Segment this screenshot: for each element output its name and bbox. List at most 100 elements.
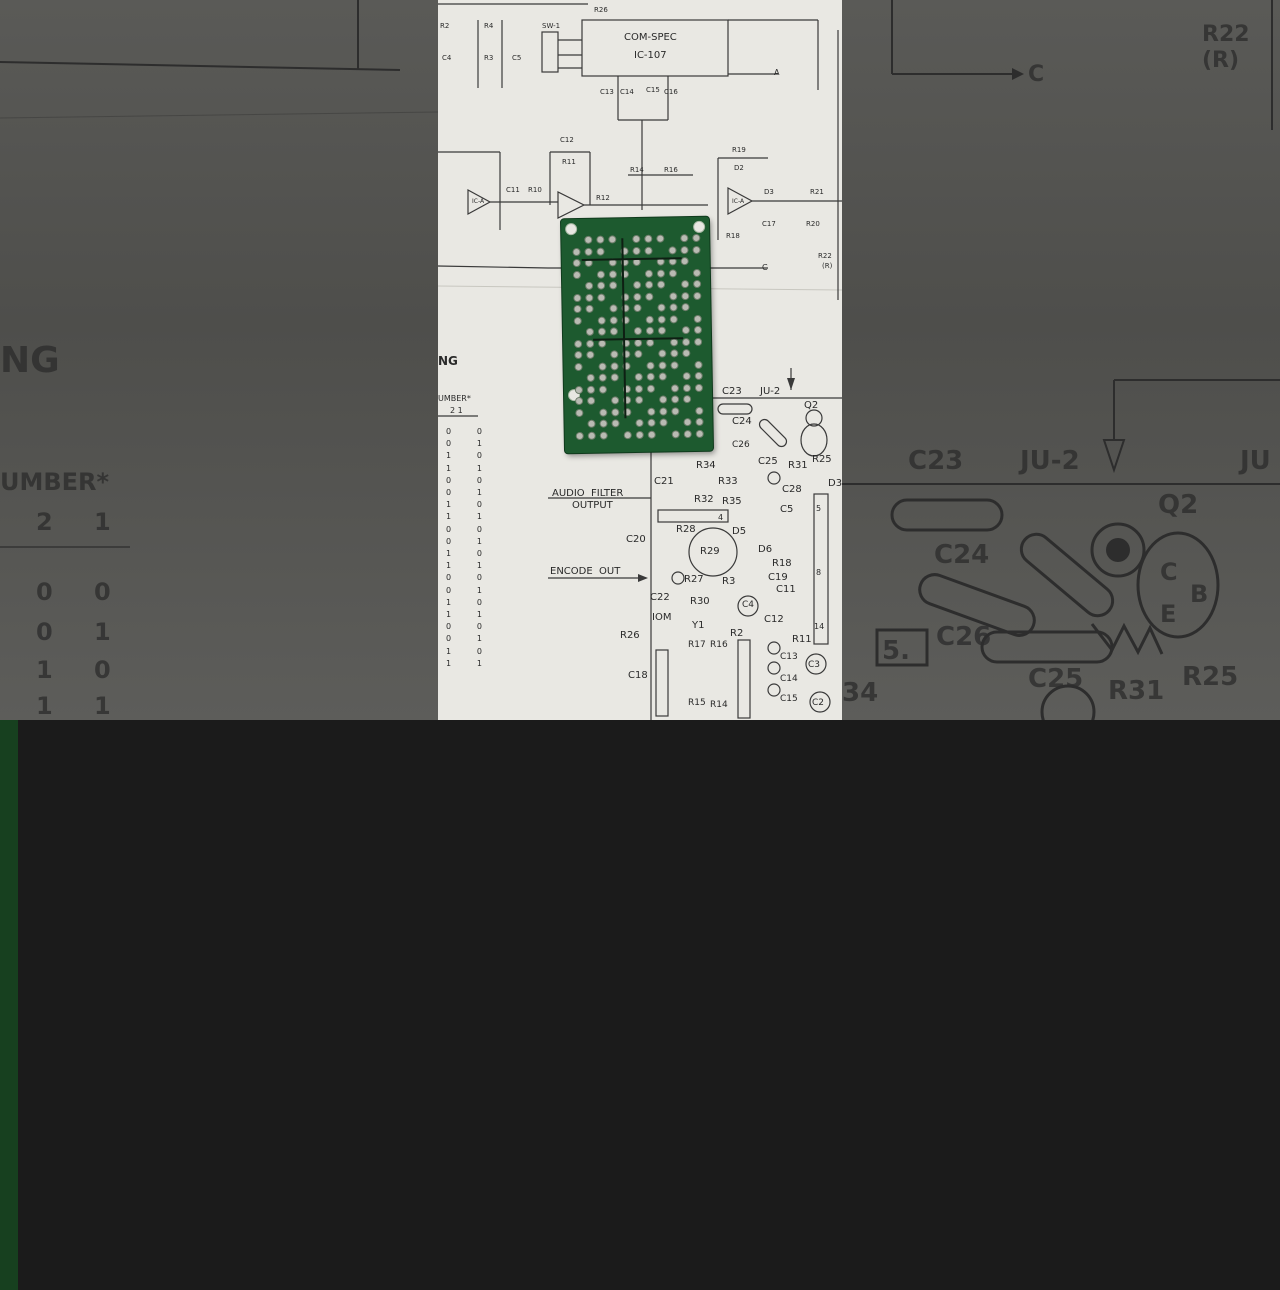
ref-r34: R34 bbox=[696, 460, 716, 471]
left-row-1a: 0 bbox=[36, 578, 53, 606]
solder-pad bbox=[598, 328, 605, 335]
ref-ica-1: IC-A bbox=[472, 198, 485, 205]
solder-pad bbox=[634, 304, 641, 312]
solder-pad bbox=[647, 362, 654, 369]
solder-pad bbox=[694, 280, 701, 287]
solder-pad bbox=[695, 361, 702, 368]
solder-pad bbox=[660, 419, 667, 426]
ref-8: 8 bbox=[816, 568, 822, 577]
solder-pad bbox=[610, 328, 617, 335]
ref-r29: R29 bbox=[700, 546, 720, 557]
ref-d3b: D3 bbox=[828, 478, 842, 489]
ref-r3: R3 bbox=[484, 54, 494, 62]
solder-pad bbox=[658, 304, 665, 311]
bit-cell: 0 bbox=[476, 622, 482, 632]
ref-r32: R32 bbox=[694, 494, 714, 505]
ref-r25: R25 bbox=[812, 454, 832, 465]
solder-pad bbox=[672, 430, 679, 437]
ref-r22-r: (R) bbox=[822, 262, 833, 270]
bit-cell: 0 bbox=[446, 439, 452, 449]
solder-pad bbox=[670, 292, 677, 299]
bit-cell: 1 bbox=[446, 500, 452, 510]
ref-c26: C26 bbox=[732, 440, 750, 450]
pcb-edge-right bbox=[0, 650, 18, 1290]
left-row-2a: 0 bbox=[36, 618, 53, 646]
right-ju2: JU-2 bbox=[1020, 446, 1080, 476]
ref-r14b: R14 bbox=[710, 700, 728, 710]
solder-pad bbox=[682, 327, 689, 334]
solder-pad bbox=[693, 246, 700, 253]
right-e: E bbox=[1160, 600, 1177, 628]
ref-r4: R4 bbox=[484, 22, 494, 30]
left-heading: NG bbox=[0, 340, 60, 381]
bit-cell: 0 bbox=[476, 573, 482, 583]
solder-pad bbox=[612, 397, 619, 404]
ref-c5: C5 bbox=[512, 54, 522, 62]
bit-cell: 1 bbox=[446, 549, 452, 559]
solder-pad bbox=[671, 338, 678, 345]
bit-cell: 0 bbox=[446, 536, 452, 546]
solder-pad bbox=[648, 408, 655, 415]
solder-pad bbox=[610, 282, 617, 289]
ref-d2: D2 bbox=[734, 164, 744, 172]
bit-cell: 1 bbox=[476, 585, 482, 595]
solder-pad bbox=[647, 339, 654, 346]
bit-cell: 0 bbox=[476, 427, 482, 436]
ref-c23: C23 bbox=[722, 386, 742, 397]
solder-pad bbox=[683, 338, 690, 345]
mount-hole-top-right bbox=[693, 220, 706, 234]
left-col-2: 2 bbox=[36, 508, 53, 536]
solder-pad bbox=[657, 270, 664, 277]
left-row-1b: 0 bbox=[94, 578, 111, 606]
solder-pad bbox=[611, 362, 618, 369]
solder-pad bbox=[646, 327, 653, 334]
bit-cell: 0 bbox=[476, 597, 482, 607]
solder-pad bbox=[670, 304, 677, 311]
solder-pad bbox=[635, 385, 642, 392]
solder-pad bbox=[681, 235, 688, 242]
ref-r17: R17 bbox=[688, 640, 706, 650]
ref-c24: C24 bbox=[732, 416, 752, 427]
solder-pad bbox=[600, 409, 607, 416]
trace-1 bbox=[581, 257, 682, 261]
solder-pad bbox=[633, 235, 640, 243]
right-q2: Q2 bbox=[1158, 490, 1199, 520]
trace-3 bbox=[621, 238, 627, 419]
solder-pad bbox=[634, 293, 641, 300]
solder-pad bbox=[599, 374, 606, 381]
solder-pad bbox=[634, 327, 641, 335]
right-background: R22 (R) C C23 JU-2 JU Q2 C24 C B E C26 5… bbox=[842, 0, 1280, 720]
ref-r3b: R3 bbox=[722, 576, 736, 587]
solder-pad bbox=[694, 315, 701, 322]
ref-iom: IOM bbox=[652, 612, 672, 623]
bit-cell: 1 bbox=[446, 463, 452, 473]
solder-pad bbox=[671, 350, 678, 357]
ref-c13: C13 bbox=[600, 88, 614, 96]
solder-pad bbox=[694, 292, 701, 299]
bit-cell: 1 bbox=[476, 634, 482, 644]
left-row-3b: 0 bbox=[94, 656, 111, 684]
solder-pad bbox=[588, 432, 595, 439]
right-ju: JU bbox=[1240, 446, 1271, 476]
solder-pad bbox=[599, 340, 606, 347]
ref-r30: R30 bbox=[690, 596, 710, 607]
ref-c11: C11 bbox=[506, 186, 520, 194]
right-paper bbox=[842, 0, 1280, 720]
bit-cell: 1 bbox=[446, 561, 452, 571]
bit-cell: 0 bbox=[446, 524, 452, 534]
ref-r33: R33 bbox=[718, 476, 738, 487]
solder-pad bbox=[587, 351, 594, 358]
left-paper bbox=[0, 0, 438, 720]
left-row-4b: 1 bbox=[94, 692, 111, 720]
bit-cell: 1 bbox=[446, 610, 452, 620]
solder-pad bbox=[682, 304, 689, 311]
ref-r31: R31 bbox=[788, 460, 808, 471]
